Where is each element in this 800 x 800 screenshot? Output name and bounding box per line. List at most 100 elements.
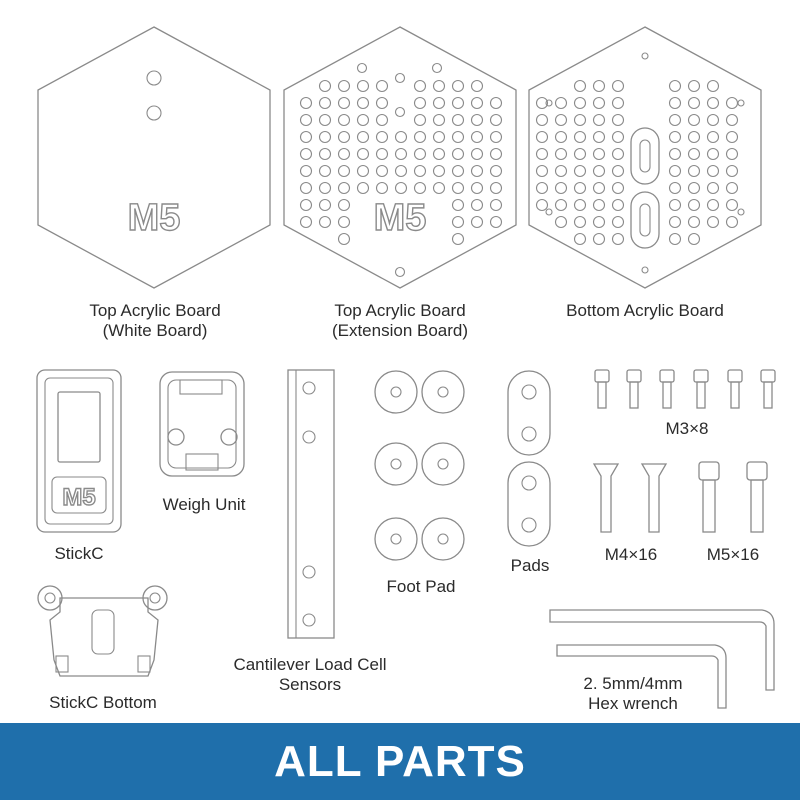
mounting-hole (573, 113, 587, 127)
mounting-hole (554, 215, 568, 229)
foot-pads (374, 370, 465, 561)
label-m4x16: M4×16 (605, 545, 657, 564)
mounting-hole (687, 130, 701, 144)
mounting-hole (375, 164, 389, 178)
mounting-hole (592, 198, 606, 212)
mounting-hole (592, 113, 606, 127)
mounting-hole (470, 113, 484, 127)
mounting-hole (489, 164, 503, 178)
mounting-hole (394, 164, 408, 178)
mounting-hole (337, 164, 351, 178)
screw-m4 (592, 463, 620, 533)
mounting-hole (431, 62, 443, 74)
mounting-hole (356, 79, 370, 93)
label-cantilever-load-cell: Cantilever Load Cell (233, 655, 386, 674)
mounting-hole (451, 147, 465, 161)
mounting-hole (451, 164, 465, 178)
weigh-unit (159, 371, 245, 477)
mounting-hole (337, 130, 351, 144)
mounting-hole (706, 164, 720, 178)
mounting-hole (432, 181, 446, 195)
mounting-hole (554, 113, 568, 127)
mounting-hole (451, 181, 465, 195)
mounting-hole (318, 79, 332, 93)
mounting-hole (554, 130, 568, 144)
label-m3x8: M3×8 (666, 419, 709, 438)
mounting-hole (706, 79, 720, 93)
mounting-hole (337, 96, 351, 110)
mounting-hole (573, 198, 587, 212)
mounting-hole (706, 181, 720, 195)
mounting-hole (318, 198, 332, 212)
mounting-hole (356, 164, 370, 178)
label-hex-wrench: 2. 5mm/4mm (583, 674, 682, 693)
mounting-hole (375, 147, 389, 161)
mounting-hole (489, 130, 503, 144)
mounting-hole (451, 79, 465, 93)
mounting-hole (489, 181, 503, 195)
mounting-hole (394, 72, 406, 84)
label-top-acrylic-white: (White Board) (103, 321, 208, 340)
mounting-hole (451, 198, 465, 212)
mounting-hole (611, 215, 625, 229)
mounting-hole (535, 181, 549, 195)
mounting-hole (356, 147, 370, 161)
mounting-hole (668, 198, 682, 212)
mounting-hole (725, 181, 739, 195)
stickc-device: M5 (36, 369, 122, 533)
mounting-hole (687, 147, 701, 161)
mounting-hole (356, 62, 368, 74)
mounting-hole (725, 130, 739, 144)
mounting-hole (413, 113, 427, 127)
mounting-hole (687, 181, 701, 195)
mounting-hole (451, 130, 465, 144)
label-m5x16: M5×16 (707, 545, 759, 564)
mounting-hole (668, 96, 682, 110)
mounting-hole (725, 96, 739, 110)
m5-logo: M5 (374, 197, 427, 239)
mounting-hole (318, 113, 332, 127)
mounting-hole (668, 181, 682, 195)
mounting-hole (318, 130, 332, 144)
mounting-hole (432, 113, 446, 127)
mounting-hole (706, 147, 720, 161)
mounting-hole (668, 113, 682, 127)
mounting-hole (451, 215, 465, 229)
mounting-hole (451, 113, 465, 127)
screw-m5 (698, 461, 720, 533)
mounting-hole (687, 79, 701, 93)
mounting-hole (687, 215, 701, 229)
mounting-hole (299, 181, 313, 195)
screw-m5 (746, 461, 768, 533)
mounting-hole (432, 164, 446, 178)
mounting-hole (413, 181, 427, 195)
mounting-hole (394, 147, 408, 161)
mounting-hole (725, 164, 739, 178)
banner-title: ALL PARTS (274, 736, 526, 786)
mounting-hole (592, 164, 606, 178)
label-bottom-acrylic-board: Bottom Acrylic Board (566, 301, 724, 320)
bottom-acrylic-board (528, 26, 762, 289)
mounting-hole (535, 147, 549, 161)
board-hole-grid (299, 62, 503, 278)
mounting-hole (611, 198, 625, 212)
label-top-acrylic-extension: Top Acrylic Board (334, 301, 465, 320)
mounting-hole (432, 79, 446, 93)
mounting-hole (470, 147, 484, 161)
mounting-hole (337, 147, 351, 161)
mounting-hole (573, 79, 587, 93)
mounting-hole (706, 198, 720, 212)
mounting-hole (375, 181, 389, 195)
mounting-hole (413, 79, 427, 93)
mounting-hole (299, 147, 313, 161)
top-acrylic-white-board: M5 (37, 26, 271, 289)
mounting-hole (592, 181, 606, 195)
mounting-hole (299, 96, 313, 110)
mounting-hole (725, 113, 739, 127)
mounting-hole (554, 181, 568, 195)
mounting-hole (592, 232, 606, 246)
label-foot-pad: Foot Pad (387, 577, 456, 596)
screw-m4 (640, 463, 668, 533)
mounting-hole (489, 147, 503, 161)
